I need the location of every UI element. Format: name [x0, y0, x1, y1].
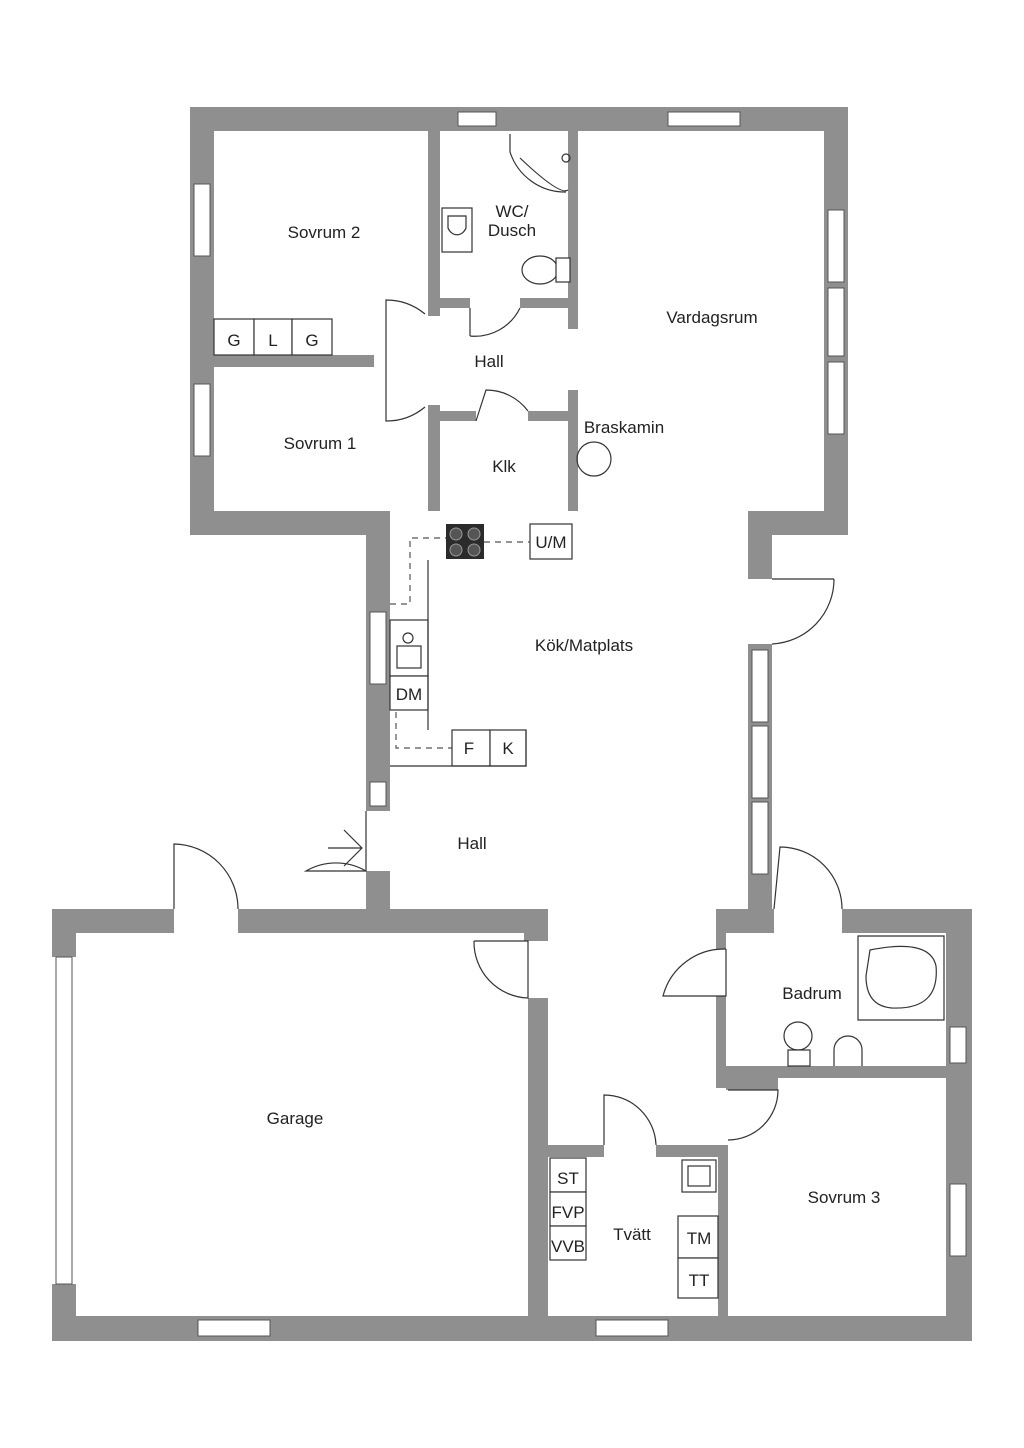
label-tt: TT: [689, 1271, 710, 1290]
label-hall-bottom: Hall: [457, 834, 486, 853]
windows: [55, 111, 967, 1337]
label-st: ST: [557, 1169, 579, 1188]
label-sovrum-2: Sovrum 2: [288, 223, 361, 242]
label-badrum: Badrum: [782, 984, 842, 1003]
label-garage: Garage: [267, 1109, 324, 1128]
label-f: F: [464, 739, 474, 758]
label-dusch: Dusch: [488, 221, 536, 240]
wardrobe-label-3: G: [305, 331, 318, 350]
fixtures: [213, 153, 945, 1299]
label-vvb: VVB: [551, 1237, 585, 1256]
label-sovrum-1: Sovrum 1: [284, 434, 357, 453]
label-fvp: FVP: [551, 1203, 584, 1222]
label-dm: DM: [396, 685, 422, 704]
label-k: K: [502, 739, 514, 758]
wardrobe-label-2: L: [268, 331, 277, 350]
label-wc: WC/: [495, 202, 528, 221]
label-tvatt: Tvätt: [613, 1225, 651, 1244]
label-vardagsrum: Vardagsrum: [666, 308, 757, 327]
label-kok-matplats: Kök/Matplats: [535, 636, 633, 655]
room-labels: Sovrum 2 WC/ Dusch Vardagsrum Hall Brask…: [267, 202, 881, 1244]
label-klk: Klk: [492, 457, 516, 476]
label-braskamin: Braskamin: [584, 418, 664, 437]
doors: [173, 134, 843, 1146]
label-sovrum-3: Sovrum 3: [808, 1188, 881, 1207]
label-um: U/M: [535, 533, 566, 552]
label-tm: TM: [687, 1229, 712, 1248]
fixture-labels: G L G U/M DM F K ST FVP VVB TM TT: [227, 331, 711, 1290]
wardrobe-label-1: G: [227, 331, 240, 350]
label-hall-top: Hall: [474, 352, 503, 371]
